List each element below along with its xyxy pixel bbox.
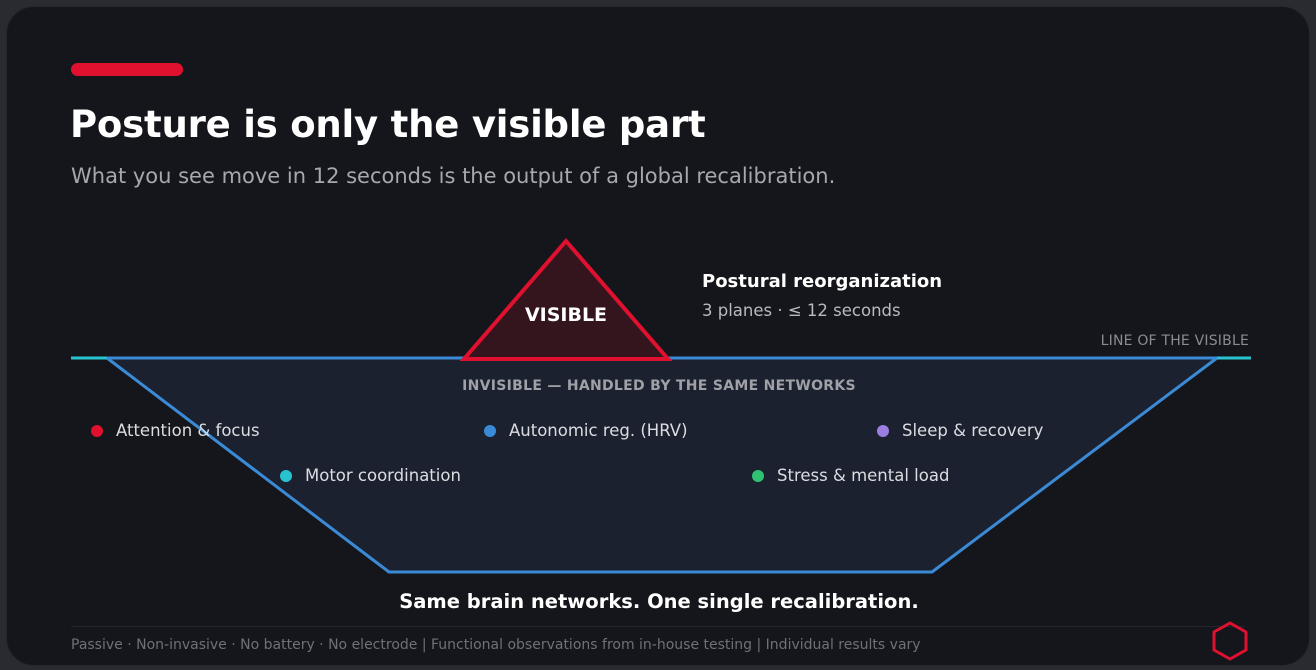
footer-disclaimer: Passive · Non-invasive · No battery · No… <box>71 637 921 653</box>
blue-dot-icon <box>484 424 496 437</box>
item-label: Attention & focus <box>116 421 260 440</box>
page-subtitle: What you see move in 12 seconds is the o… <box>71 164 836 188</box>
hexagon-icon <box>1212 621 1248 661</box>
conclusion-text: Same brain networks. One single recalibr… <box>399 590 919 613</box>
page-title: Posture is only the visible part <box>70 103 706 146</box>
callout-title: Postural reorganization <box>702 271 943 292</box>
visible-label: VISIBLE <box>524 304 608 326</box>
cyan-dot-icon <box>280 469 292 482</box>
purple-dot-icon <box>877 424 889 437</box>
item-label: Motor coordination <box>305 466 461 485</box>
accent-bar <box>71 63 183 76</box>
line-of-visible-label: LINE OF THE VISIBLE <box>1100 333 1249 349</box>
iceberg-diagram <box>71 237 1251 574</box>
item-sleep: Sleep & recovery <box>877 421 1043 440</box>
footer-divider <box>71 626 1245 627</box>
item-attention: Attention & focus <box>91 421 260 440</box>
item-stress: Stress & mental load <box>752 466 949 485</box>
infographic-card: Posture is only the visible part What yo… <box>6 6 1310 666</box>
green-dot-icon <box>752 469 764 482</box>
visible-triangle <box>459 237 673 361</box>
callout-subtitle: 3 planes · ≤ 12 seconds <box>702 301 901 320</box>
item-autonomic: Autonomic reg. (HRV) <box>484 421 688 440</box>
item-label: Sleep & recovery <box>902 421 1044 440</box>
item-motor: Motor coordination <box>280 466 461 485</box>
item-label: Stress & mental load <box>777 466 950 485</box>
invisible-header: INVISIBLE — HANDLED BY THE SAME NETWORKS <box>462 378 856 394</box>
item-label: Autonomic reg. (HRV) <box>509 421 688 440</box>
red-dot-icon <box>91 424 103 437</box>
